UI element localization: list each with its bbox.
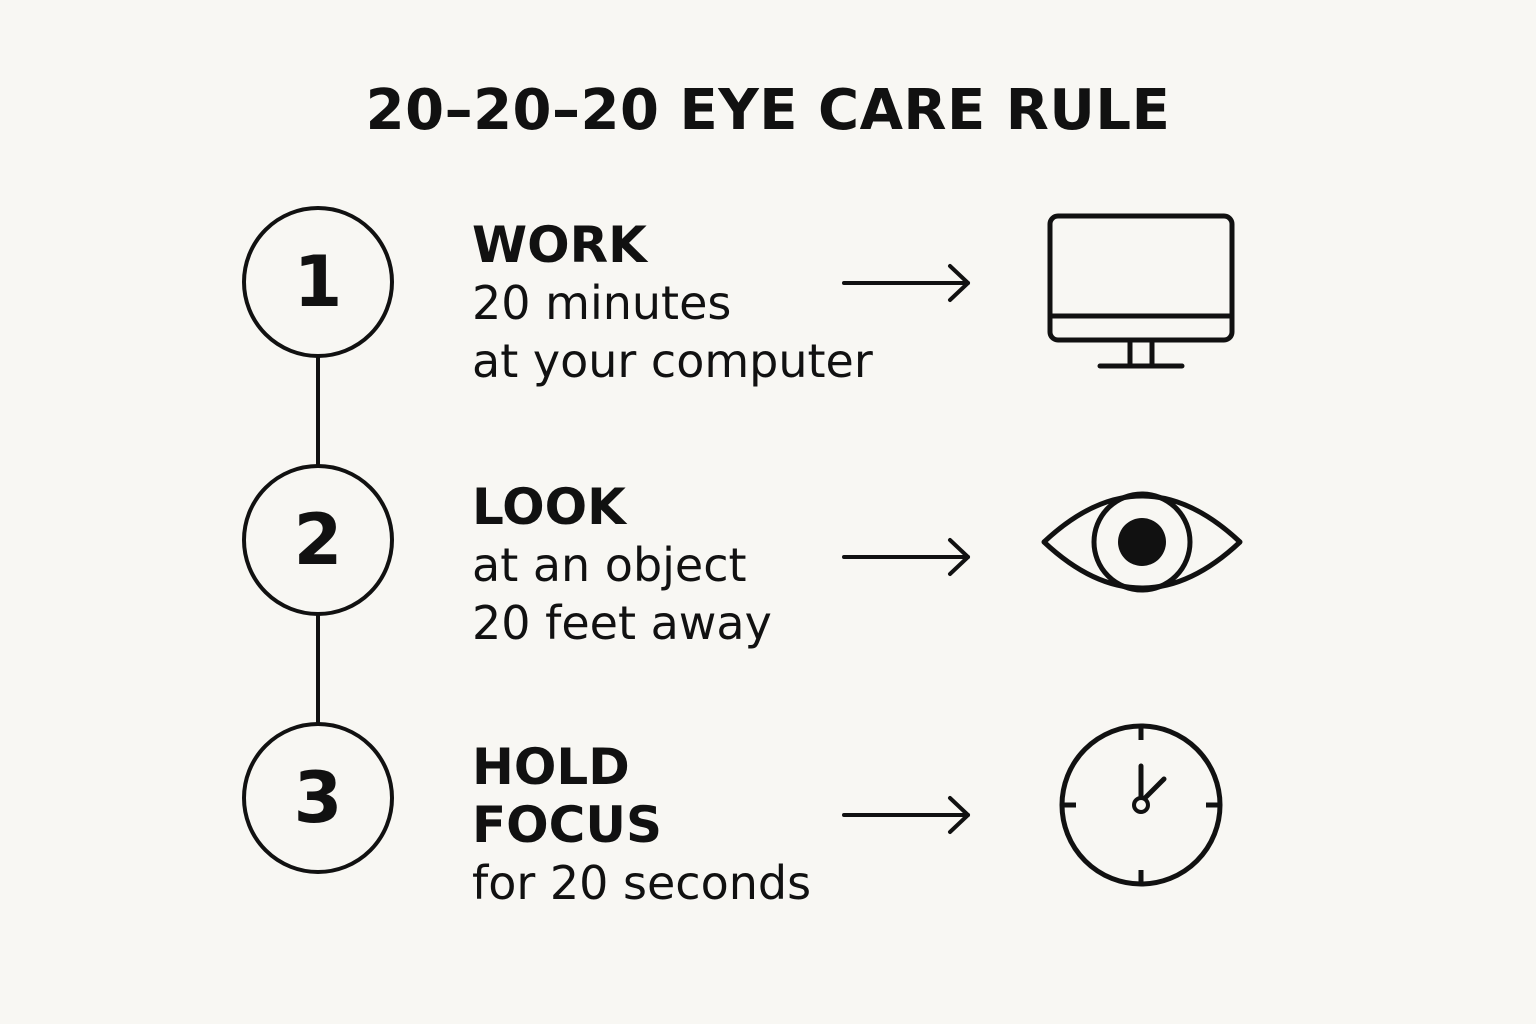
- step-3-number: 3: [293, 757, 343, 839]
- connector-line-1-2: [316, 356, 320, 466]
- step-2-circle: 2: [242, 464, 394, 616]
- step-3-heading: HOLD FOCUS: [472, 738, 662, 854]
- step-1-number: 1: [293, 241, 343, 323]
- step-3-text: HOLD FOCUS for 20 seconds: [472, 738, 811, 912]
- step-2-number: 2: [293, 499, 343, 581]
- step-2-arrow-icon: [842, 538, 970, 576]
- clock-icon: [1059, 723, 1223, 887]
- step-1-arrow-icon: [842, 264, 970, 302]
- step-2-text: LOOK at an object 20 feet away: [472, 478, 772, 652]
- step-3-description: for 20 seconds: [472, 856, 812, 910]
- connector-line-2-3: [316, 614, 320, 724]
- step-2-description: at an object 20 feet away: [472, 538, 772, 650]
- step-1-heading: WORK: [472, 216, 647, 274]
- step-3-circle: 3: [242, 722, 394, 874]
- diagram-title: 20–20–20 EYE CARE RULE: [365, 78, 1171, 143]
- step-1-text: WORK 20 minutes at your computer: [472, 216, 873, 390]
- eye-icon: [1041, 491, 1243, 593]
- step-2-heading: LOOK: [472, 478, 626, 536]
- step-1-circle: 1: [242, 206, 394, 358]
- step-1-description: 20 minutes at your computer: [472, 276, 873, 388]
- monitor-icon: [1047, 213, 1235, 369]
- step-3-arrow-icon: [842, 796, 970, 834]
